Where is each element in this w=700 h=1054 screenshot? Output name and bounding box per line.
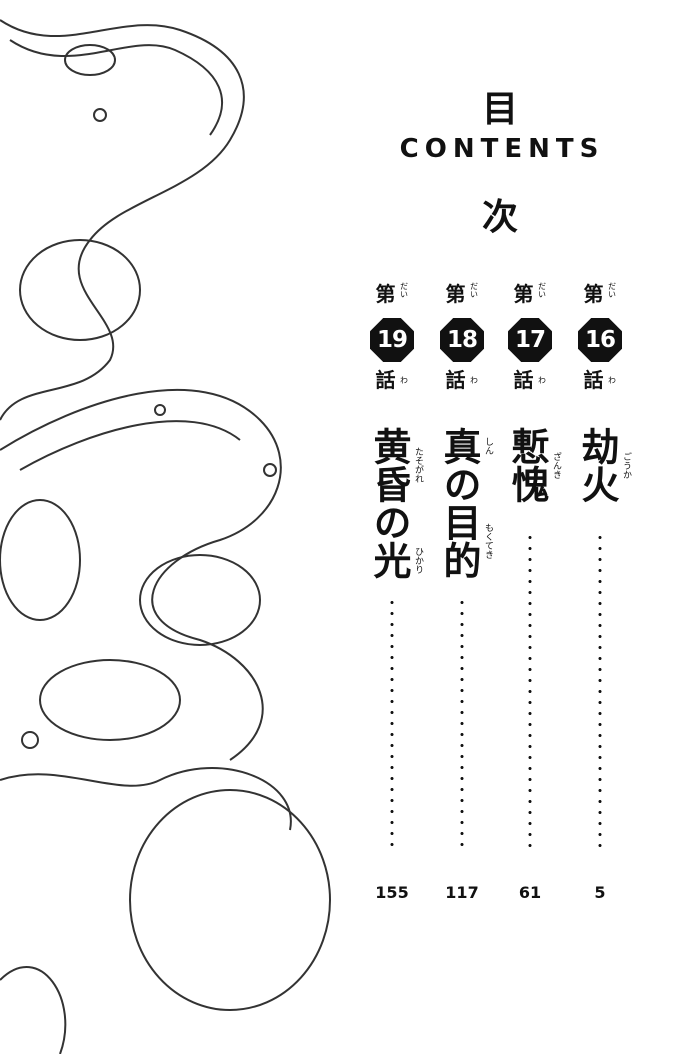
chapter-suffix-text: 話 [513,368,534,392]
furigana: ざんき [551,451,561,479]
chapter-number-badge: 18 [440,318,484,362]
contents-heading-kanji-bottom: 次 [481,196,518,238]
furigana: もくてき [483,523,493,559]
dotted-leader [528,532,532,850]
chapter-suffix: 話わ [427,368,497,394]
title-text: 劫火 [575,427,620,503]
dotted-leader [390,597,394,850]
contents-heading: CONTENTS [399,134,605,164]
chapter-title[interactable]: 真しんの目的もくてき [437,427,493,579]
chapter-title[interactable]: 黄昏たそがれの光ひかり [367,427,423,579]
furigana: わ [607,376,617,384]
furigana: わ [469,376,479,384]
furigana: だい [607,282,617,298]
title-text: 慙愧 [505,427,550,503]
chapter-suffix-text: 話 [445,368,466,392]
title-text: 黄昏 [367,427,412,503]
furigana: しん [483,437,493,455]
chapter-entry[interactable]: 第だい 17 話わ 慙愧ざんき 61 [495,282,565,902]
chapter-suffix: 話わ [495,368,565,394]
page-number: 61 [518,883,542,902]
title-text: の [367,503,412,541]
title-part: 慙愧ざんき [505,427,561,503]
contents-heading-kanji-top: 目 [481,88,518,130]
decorative-swirl-illustration [0,19,331,1054]
furigana: わ [399,376,409,384]
chapter-prefix-text: 第 [583,282,604,306]
chapter-prefix-text: 第 [513,282,534,306]
chapter-number-badge: 17 [508,318,552,362]
page-number: 5 [594,883,606,902]
title-part: 目的もくてき [437,503,493,579]
title-part: 黄昏たそがれ [367,427,423,503]
furigana: ごうか [621,451,631,479]
chapter-entry[interactable]: 第だい 19 話わ 黄昏たそがれの光ひかり 155 [357,282,427,902]
title-text: 目的 [437,503,482,579]
chapter-number-badge: 19 [370,318,414,362]
chapter-suffix-text: 話 [375,368,396,392]
chapter-suffix-text: 話 [583,368,604,392]
furigana: ひかり [413,546,423,574]
chapter-prefix: 第だい [565,282,635,308]
furigana: だい [537,282,547,298]
furigana: だい [399,282,409,298]
furigana: わ [537,376,547,384]
chapter-prefix-text: 第 [375,282,396,306]
chapter-entry[interactable]: 第だい 18 話わ 真しんの目的もくてき 117 [427,282,497,902]
chapter-title[interactable]: 慙愧ざんき [505,427,561,503]
title-part: の [437,465,493,503]
chapter-prefix: 第だい [495,282,565,308]
furigana: たそがれ [413,447,423,483]
chapter-suffix: 話わ [565,368,635,394]
chapter-prefix: 第だい [427,282,497,308]
chapter-suffix: 話わ [357,368,427,394]
title-text: 光 [367,541,412,579]
title-part: 真しん [437,427,493,465]
dotted-leader [460,597,464,850]
furigana: だい [469,282,479,298]
title-part: の [367,503,423,541]
title-part: 光ひかり [367,541,423,579]
chapter-prefix: 第だい [357,282,427,308]
chapter-number-badge: 16 [578,318,622,362]
title-text: の [437,465,482,503]
title-part: 劫火ごうか [575,427,631,503]
page-number: 155 [375,883,409,902]
chapter-title[interactable]: 劫火ごうか [575,427,631,503]
chapter-prefix-text: 第 [445,282,466,306]
page-number: 117 [445,883,479,902]
dotted-leader [598,532,602,850]
chapter-entry[interactable]: 第だい 16 話わ 劫火ごうか 5 [565,282,635,902]
title-text: 真 [437,427,482,465]
